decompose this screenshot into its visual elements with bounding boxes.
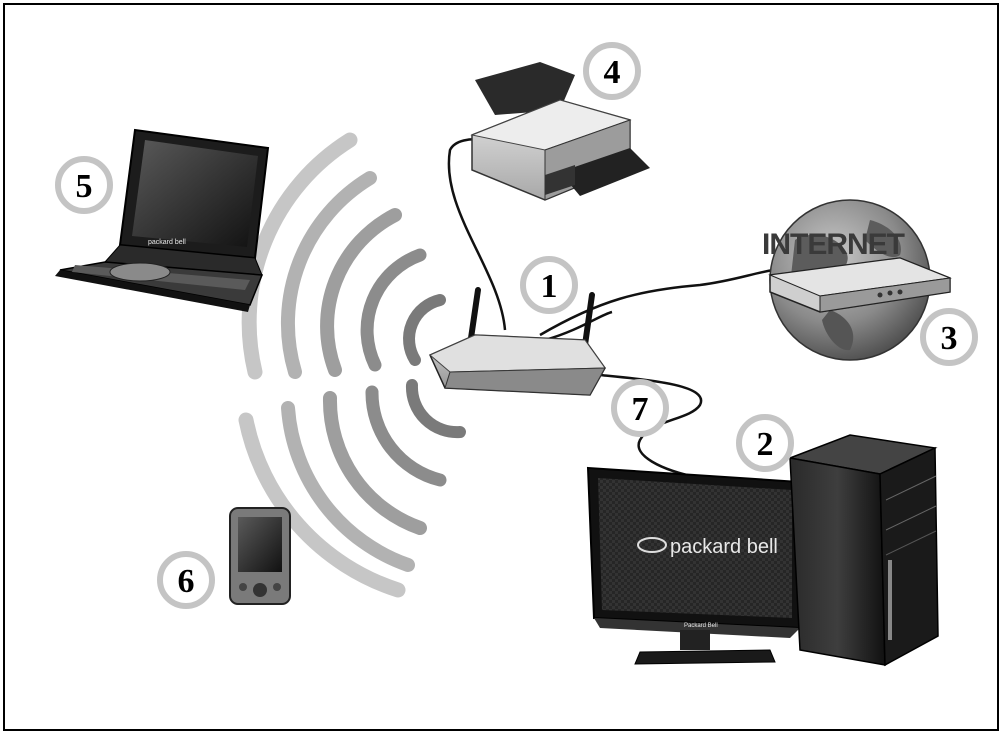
badge-number-7: 7 xyxy=(632,391,649,428)
router-icon xyxy=(429,287,606,396)
badge-laptop: 5 xyxy=(55,156,113,214)
modem-icon xyxy=(768,257,952,313)
monitor-icon: packard bell Packard Bell xyxy=(586,466,801,665)
pda-icon xyxy=(229,507,291,605)
badge-number-1: 1 xyxy=(541,268,558,305)
badge-router: 1 xyxy=(520,256,578,314)
printer-icon xyxy=(470,62,650,201)
internet-label: INTERNET xyxy=(762,228,905,261)
badge-number-3: 3 xyxy=(941,320,958,357)
badge-number-2: 2 xyxy=(757,426,774,463)
laptop-icon: packard bell xyxy=(55,128,270,312)
badge-pda: 6 xyxy=(157,551,215,609)
badge-number-6: 6 xyxy=(178,563,195,600)
badge-internet: 3 xyxy=(920,308,978,366)
badge-cable: 7 xyxy=(611,379,669,437)
wifi-signal-upper xyxy=(241,132,446,380)
badge-printer: 4 xyxy=(583,42,641,100)
monitor-stand-label: Packard Bell xyxy=(684,623,718,629)
monitor-brand-label: packard bell xyxy=(670,536,778,558)
wifi-signal-lower xyxy=(238,379,466,598)
desktop-tower-icon xyxy=(787,434,939,667)
cables xyxy=(447,138,791,480)
badge-desktop: 2 xyxy=(736,414,794,472)
laptop-brand-label: packard bell xyxy=(148,239,186,246)
badge-number-5: 5 xyxy=(76,168,93,205)
badge-number-4: 4 xyxy=(604,54,621,91)
